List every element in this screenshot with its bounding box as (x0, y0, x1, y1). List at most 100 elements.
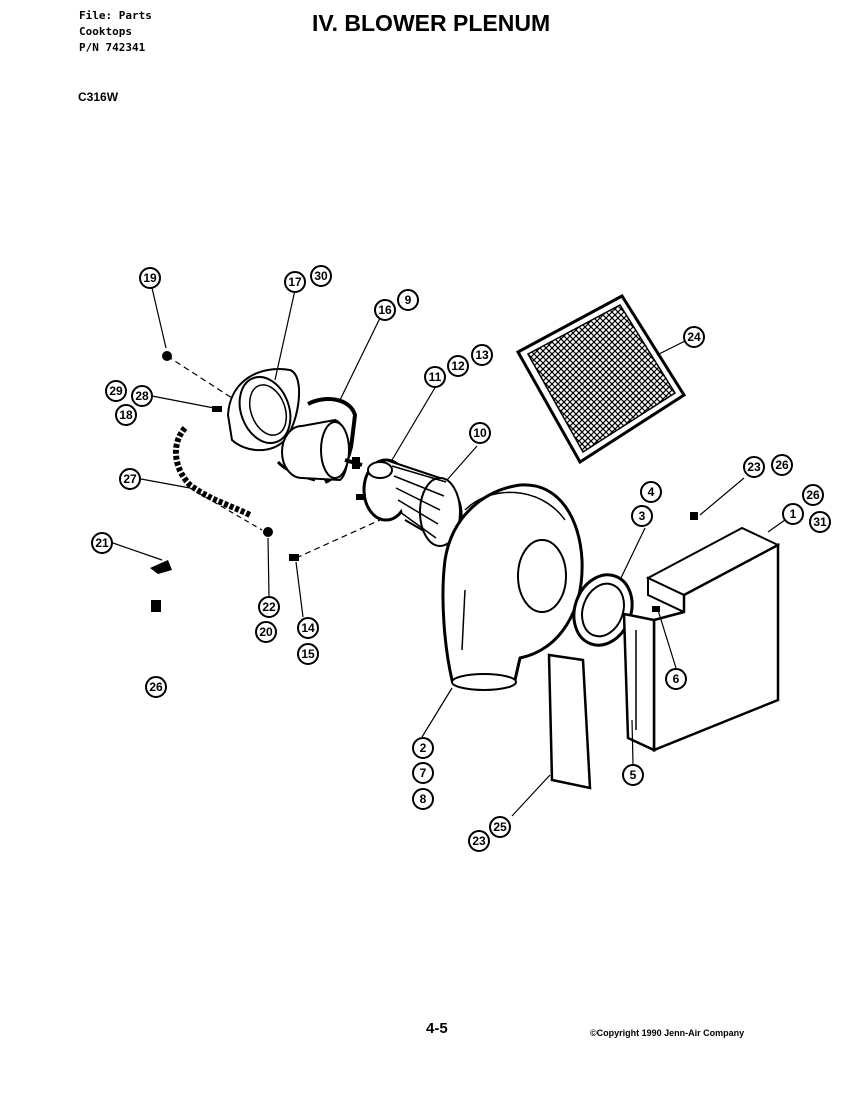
callout-1: 1 (782, 503, 804, 525)
callout-circle (489, 816, 511, 838)
callout-circle (665, 668, 687, 690)
callout-circle (297, 643, 319, 665)
callout-label: 23 (747, 460, 761, 474)
callout-25: 25 (489, 816, 511, 838)
callout-label: 1 (790, 507, 797, 521)
callout-circle (802, 484, 824, 506)
callout-26: 26 (771, 454, 793, 476)
callout-circle (782, 503, 804, 525)
callout-circle (255, 621, 277, 643)
callout-circle (424, 366, 446, 388)
callout-label: 24 (687, 330, 701, 344)
callout-8: 8 (412, 788, 434, 810)
callout-circle (468, 830, 490, 852)
callout-label: 26 (775, 458, 789, 472)
callout-3: 3 (631, 505, 653, 527)
callout-circle (412, 788, 434, 810)
callout-label: 18 (119, 408, 133, 422)
header-file-line: File: Parts (79, 9, 152, 22)
motor-mount-ring (226, 368, 301, 452)
wire-harness (172, 426, 252, 518)
callout-label: 14 (301, 621, 315, 635)
grease-filter (515, 294, 687, 465)
callout-circle (469, 422, 491, 444)
copyright-notice: ©Copyright 1990 Jenn-Air Company (590, 1028, 745, 1038)
page-number: 4-5 (426, 1020, 448, 1037)
callout-label: 22 (262, 600, 276, 614)
callout-4: 4 (640, 481, 662, 503)
callout-label: 20 (259, 625, 273, 639)
callout-label: 17 (288, 275, 302, 289)
blower-housing (441, 483, 584, 691)
callout-label: 8 (420, 792, 427, 806)
callout-31: 31 (809, 511, 831, 533)
callout-circle (683, 326, 705, 348)
callout-label: 27 (123, 472, 137, 486)
callout-label: 25 (493, 820, 507, 834)
callout-circle (297, 617, 319, 639)
callout-label: 30 (314, 269, 328, 283)
callout-circle (310, 265, 332, 287)
callout-label: 6 (673, 672, 680, 686)
callout-label: 28 (135, 389, 149, 403)
callout-label: 23 (472, 834, 486, 848)
callout-circle (374, 299, 396, 321)
cover-plate (547, 653, 592, 790)
callout-circle (284, 271, 306, 293)
callout-circle (447, 355, 469, 377)
callout-label: 10 (473, 426, 487, 440)
callout-13: 13 (471, 344, 493, 366)
callout-27: 27 (119, 468, 141, 490)
callout-16: 16 (374, 299, 396, 321)
callout-circle (622, 764, 644, 786)
callout-23: 23 (468, 830, 490, 852)
callout-21: 21 (91, 532, 113, 554)
callout-18: 18 (115, 404, 137, 426)
callout-label: 16 (378, 303, 392, 317)
callout-circle (631, 505, 653, 527)
callout-circle (258, 596, 280, 618)
callout-label: 2 (420, 741, 427, 755)
callout-circle (743, 456, 765, 478)
callout-30: 30 (310, 265, 332, 287)
callout-24: 24 (683, 326, 705, 348)
callout-9: 9 (397, 289, 419, 311)
callout-circle (809, 511, 831, 533)
blower-motor (281, 418, 363, 482)
callout-label: 11 (429, 370, 442, 384)
callout-circle (471, 344, 493, 366)
callout-label: 12 (451, 359, 465, 373)
callout-circle (412, 762, 434, 784)
callout-19: 19 (139, 267, 161, 289)
page-title: IV. BLOWER PLENUM (312, 10, 551, 36)
model-number: C316W (78, 90, 119, 104)
callout-circle (397, 289, 419, 311)
callout-label: 26 (149, 680, 163, 694)
callout-label: 3 (639, 509, 646, 523)
callout-15: 15 (297, 643, 319, 665)
plenum-box (622, 526, 781, 752)
callout-circle (119, 468, 141, 490)
callout-label: 5 (630, 768, 637, 782)
callout-5: 5 (622, 764, 644, 786)
header-category-line: Cooktops (79, 25, 132, 38)
callout-6: 6 (665, 668, 687, 690)
gasket-ring (572, 573, 634, 647)
callout-label: 9 (405, 293, 412, 307)
callout-26: 26 (802, 484, 824, 506)
callout-20: 20 (255, 621, 277, 643)
blower-wheel (356, 458, 463, 547)
callout-label: 13 (475, 348, 489, 362)
callout-26: 26 (145, 676, 167, 698)
callout-label: 7 (420, 766, 427, 780)
callout-circle (131, 385, 153, 407)
callout-2: 2 (412, 737, 434, 759)
callout-10: 10 (469, 422, 491, 444)
callout-28: 28 (131, 385, 153, 407)
callout-label: 31 (813, 515, 827, 529)
callout-7: 7 (412, 762, 434, 784)
callout-circle (640, 481, 662, 503)
